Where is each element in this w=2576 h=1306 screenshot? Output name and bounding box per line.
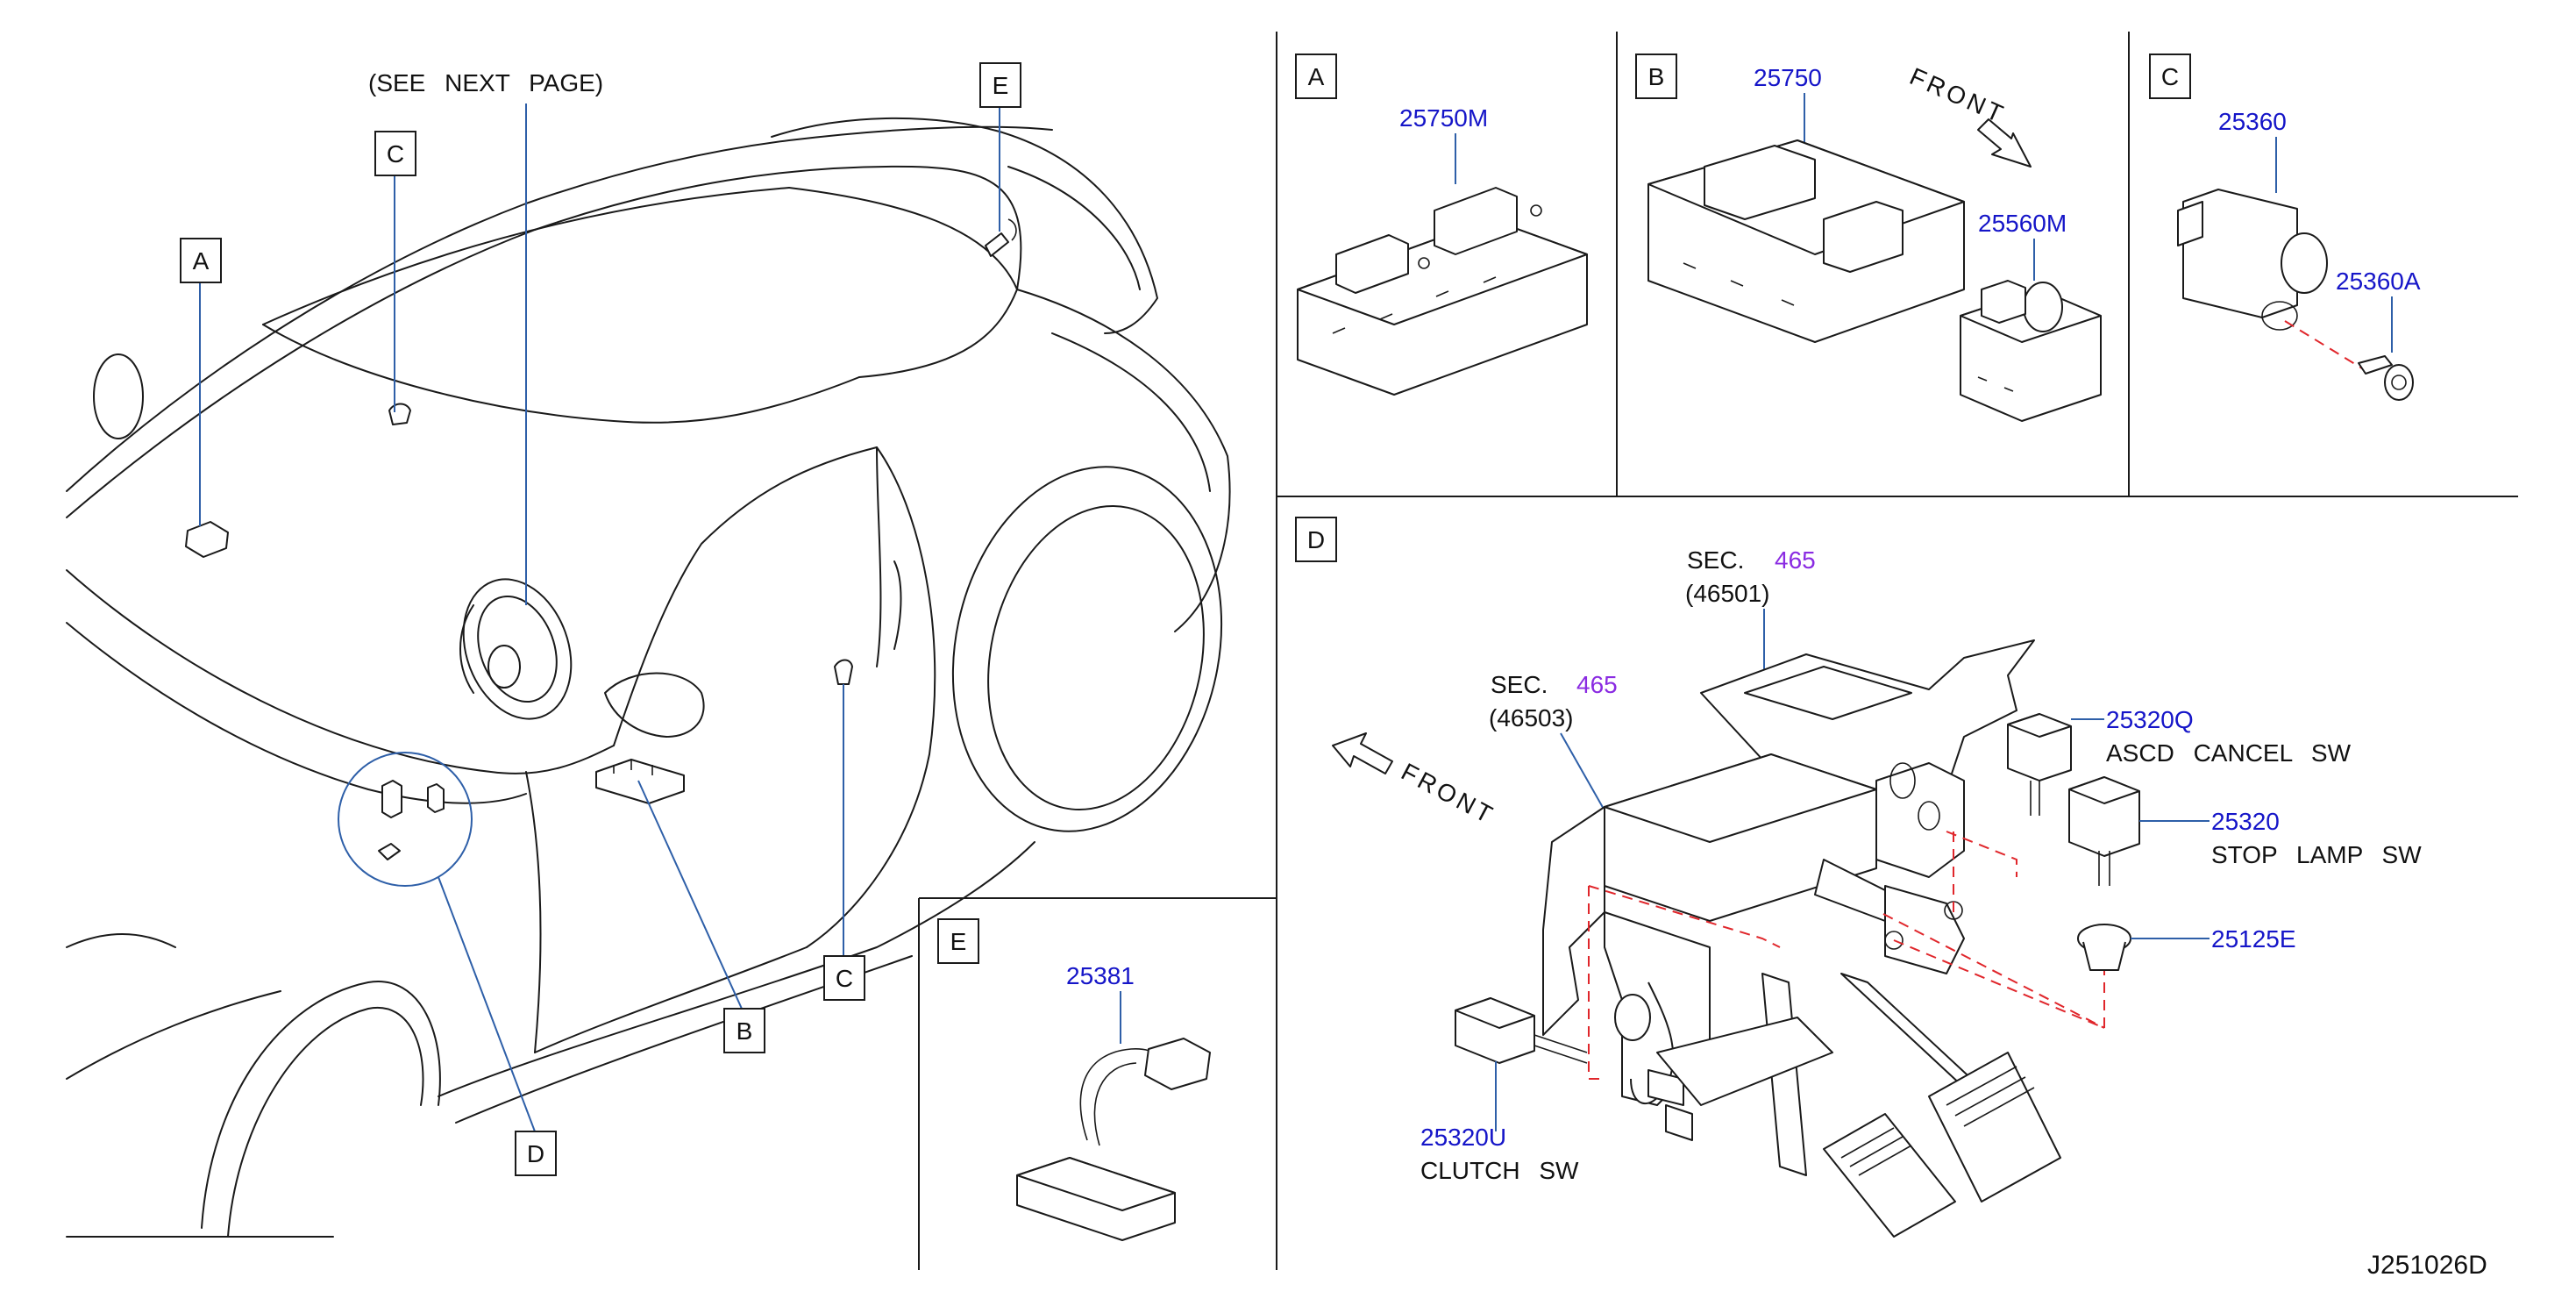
- switch-25320U-drawing: [1455, 997, 1588, 1064]
- front-arrow-panel-b: FRONT: [1906, 62, 2032, 168]
- callout-a-label: A: [193, 247, 210, 275]
- sec-46501-prefix: SEC.: [1687, 546, 1744, 574]
- sec-46503-number: 465: [1576, 671, 1618, 698]
- part-25560M-label: 25560M: [1978, 210, 2067, 237]
- part-25320Q-desc: ASCD CANCEL SW: [2106, 739, 2352, 767]
- panel-c-label: C: [2161, 63, 2179, 90]
- car-overview: [66, 117, 1231, 1238]
- pedal-assembly-drawing: [1542, 639, 2061, 1238]
- sec-46503-ref: (46503): [1489, 704, 1574, 732]
- callout-d-label: D: [527, 1140, 544, 1167]
- panel-d-label: D: [1307, 526, 1325, 553]
- callout-e-label: E: [993, 72, 1009, 99]
- panel-e: E 25381: [937, 918, 1211, 1241]
- part-25320U-label: 25320U: [1420, 1124, 1506, 1151]
- switch-25560M-drawing: [1960, 280, 2102, 422]
- panel-frames: [918, 32, 2518, 1270]
- part-25320Q-label: 25320Q: [2106, 706, 2194, 733]
- see-next-page-label: (SEE NEXT PAGE): [368, 69, 603, 96]
- panel-e-label: E: [950, 928, 967, 955]
- part-25320-label: 25320: [2211, 808, 2280, 835]
- front-label-panel-d: FRONT: [1397, 758, 1499, 830]
- part-25381-label: 25381: [1066, 962, 1135, 989]
- switch-25320-drawing: [2068, 776, 2140, 886]
- panel-a-label: A: [1308, 63, 1325, 90]
- overview-leaders: [199, 103, 1000, 1132]
- part-25360-label: 25360: [2218, 108, 2287, 135]
- part-25320-desc: STOP LAMP SW: [2211, 841, 2422, 868]
- part-25360A-label: 25360A: [2336, 268, 2421, 295]
- panel-b-label: B: [1648, 63, 1665, 90]
- switch-25320Q-drawing: [2007, 713, 2072, 816]
- sec-46503-prefix: SEC.: [1491, 671, 1548, 698]
- sec-46501-number: 465: [1775, 546, 1816, 574]
- switch-25750M-drawing: [1297, 187, 1588, 396]
- switch-25360-drawing: [2177, 189, 2328, 331]
- switch-25381-drawing: [1016, 1038, 1211, 1241]
- part-25750-label: 25750: [1754, 64, 1822, 91]
- part-25750M-label: 25750M: [1399, 104, 1488, 132]
- diagram-code: J251026D: [2367, 1251, 2487, 1280]
- callout-c-top-label: C: [387, 140, 404, 168]
- callout-box-d: D: [515, 1131, 557, 1176]
- callout-b-label: B: [737, 1017, 753, 1045]
- front-label-panel-b: FRONT: [1906, 62, 2010, 129]
- panel-b: B 25750 25560M FRONT: [1635, 54, 2102, 422]
- screw-25360A-drawing: [2358, 355, 2414, 401]
- clip-25125E-drawing: [2077, 924, 2131, 971]
- panel-c: C 25360 25360A: [2149, 54, 2421, 401]
- front-arrow-panel-d: FRONT: [1332, 732, 1500, 830]
- callout-box-e: E: [979, 62, 1021, 108]
- switch-25750-drawing: [1647, 139, 1965, 343]
- panel-a: A 25750M: [1295, 54, 1588, 396]
- callout-box-a: A: [180, 238, 222, 283]
- panel-d: D SEC. 465 (46501) SEC. 465 (46503) FRON…: [1295, 517, 2422, 1238]
- part-25320U-desc: CLUTCH SW: [1420, 1157, 1579, 1184]
- callout-box-c-bottom: C: [823, 955, 865, 1001]
- overview-callouts: A C E C B D (SEE NEXT PAGE): [180, 62, 1021, 1176]
- callout-c-bottom-label: C: [836, 965, 853, 992]
- callout-box-c-top: C: [374, 131, 416, 176]
- sec-46501-ref: (46501): [1685, 580, 1770, 607]
- callout-box-b: B: [723, 1008, 765, 1053]
- part-25125E-label: 25125E: [2211, 925, 2296, 953]
